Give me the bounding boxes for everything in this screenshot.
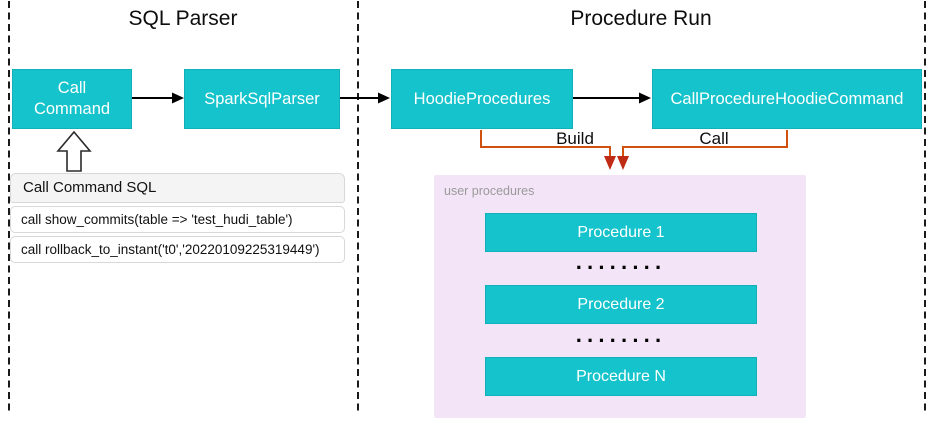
dots-separator-2: ········ bbox=[575, 328, 667, 353]
procedure-box-2: Procedure 2 bbox=[485, 285, 757, 324]
node-sparksqlparser: SparkSqlParser bbox=[184, 69, 340, 129]
sql-row-rollback-to-instant: call rollback_to_instant('t0','202201092… bbox=[10, 236, 345, 263]
node-call-command: Call Command bbox=[12, 69, 132, 129]
sql-panel-header: Call Command SQL bbox=[10, 173, 345, 203]
node-hoodieprocedures: HoodieProcedures bbox=[391, 69, 573, 129]
edge-label-build: Build bbox=[556, 129, 594, 148]
procedure-box-1: Procedure 1 bbox=[485, 213, 757, 252]
sql-row-show-commits: call show_commits(table => 'test_hudi_ta… bbox=[10, 206, 345, 233]
hollow-up-arrow bbox=[56, 130, 92, 172]
edge-label-call: Call bbox=[699, 129, 729, 148]
arrow-hoodieprocedures-to-callprocedurehoodiecommand bbox=[573, 92, 651, 104]
procedure-box-n: Procedure N bbox=[485, 357, 757, 396]
user-procedures-label: user procedures bbox=[444, 184, 535, 198]
dots-separator-1: ········ bbox=[575, 255, 667, 280]
lane-title-sql-parser: SQL Parser bbox=[128, 7, 238, 30]
node-callprocedurehoodiecommand: CallProcedureHoodieCommand bbox=[652, 69, 922, 129]
arrow-call-command-to-sparksqlparser bbox=[132, 92, 184, 104]
arrow-sparksqlparser-to-hoodieprocedures bbox=[340, 92, 390, 104]
lane-title-procedure-run: Procedure Run bbox=[570, 7, 712, 30]
